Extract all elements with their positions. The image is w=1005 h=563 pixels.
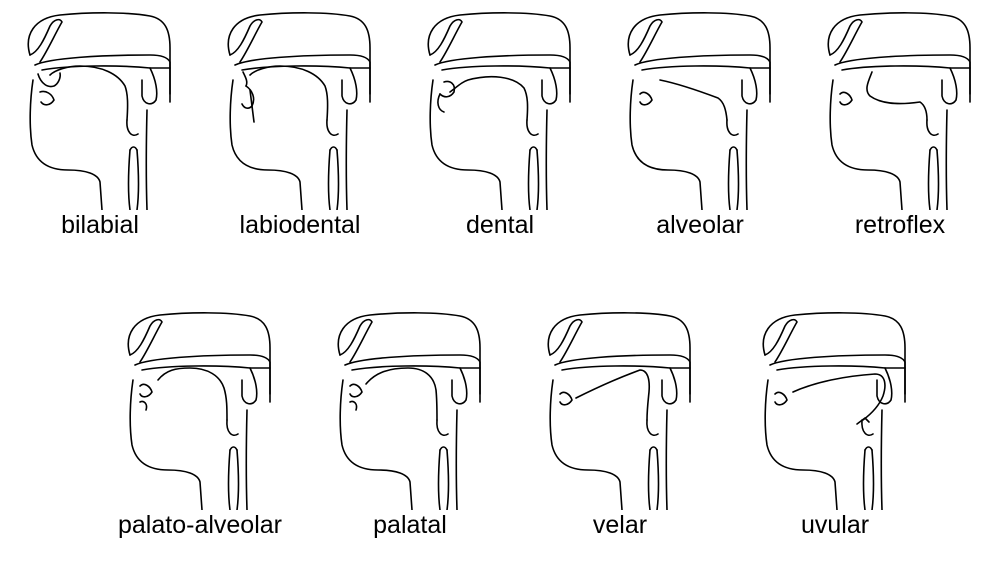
caption-uvular: uvular xyxy=(715,510,955,540)
head-outline xyxy=(338,313,480,510)
articulator-detail-dental xyxy=(438,77,538,136)
palate-outline xyxy=(35,55,170,104)
palate-outline xyxy=(770,355,905,404)
head-outline xyxy=(28,13,170,210)
palate-outline xyxy=(135,355,270,404)
head-outline xyxy=(628,13,770,210)
palate-outline xyxy=(555,355,690,404)
articulator-detail-uvular xyxy=(775,374,885,435)
caption-velar: velar xyxy=(500,510,740,540)
palate-outline xyxy=(635,55,770,104)
head-outline xyxy=(128,313,270,510)
panel-palato-alveolar: palato-alveolar xyxy=(110,310,290,560)
head-outline xyxy=(428,13,570,210)
palate-outline xyxy=(835,55,970,104)
panel-bilabial: bilabial xyxy=(10,10,190,260)
palato-alveolar-vocal-tract-drawing xyxy=(110,310,290,510)
dental-vocal-tract-drawing xyxy=(410,10,590,210)
head-outline xyxy=(228,13,370,210)
panel-dental: dental xyxy=(410,10,590,260)
articulator-detail-velar xyxy=(560,370,658,435)
caption-palato-alveolar: palato-alveolar xyxy=(80,510,320,540)
palate-outline xyxy=(435,55,570,104)
panel-palatal: palatal xyxy=(320,310,500,560)
articulator-detail-palatal xyxy=(350,368,448,435)
head-outline xyxy=(828,13,970,210)
labiodental-vocal-tract-drawing xyxy=(210,10,390,210)
velar-vocal-tract-drawing xyxy=(530,310,710,510)
head-outline xyxy=(548,313,690,510)
caption-palatal: palatal xyxy=(290,510,530,540)
palatal-vocal-tract-drawing xyxy=(320,310,500,510)
head-outline xyxy=(763,313,905,510)
articulator-detail-labiodental xyxy=(242,66,338,135)
articulator-detail-palato-alveolar xyxy=(140,368,238,435)
uvular-vocal-tract-drawing xyxy=(745,310,925,510)
caption-retroflex: retroflex xyxy=(780,210,1005,240)
palate-outline xyxy=(345,355,480,404)
panel-velar: velar xyxy=(530,310,710,560)
articulator-detail-alveolar xyxy=(640,80,738,135)
articulator-detail-bilabial xyxy=(38,66,138,135)
panel-uvular: uvular xyxy=(745,310,925,560)
articulator-detail-retroflex xyxy=(840,72,938,135)
palate-outline xyxy=(235,55,370,104)
retroflex-vocal-tract-drawing xyxy=(810,10,990,210)
panel-retroflex: retroflex xyxy=(810,10,990,260)
panel-alveolar: alveolar xyxy=(610,10,790,260)
panel-labiodental: labiodental xyxy=(210,10,390,260)
alveolar-vocal-tract-drawing xyxy=(610,10,790,210)
bilabial-vocal-tract-drawing xyxy=(10,10,190,210)
